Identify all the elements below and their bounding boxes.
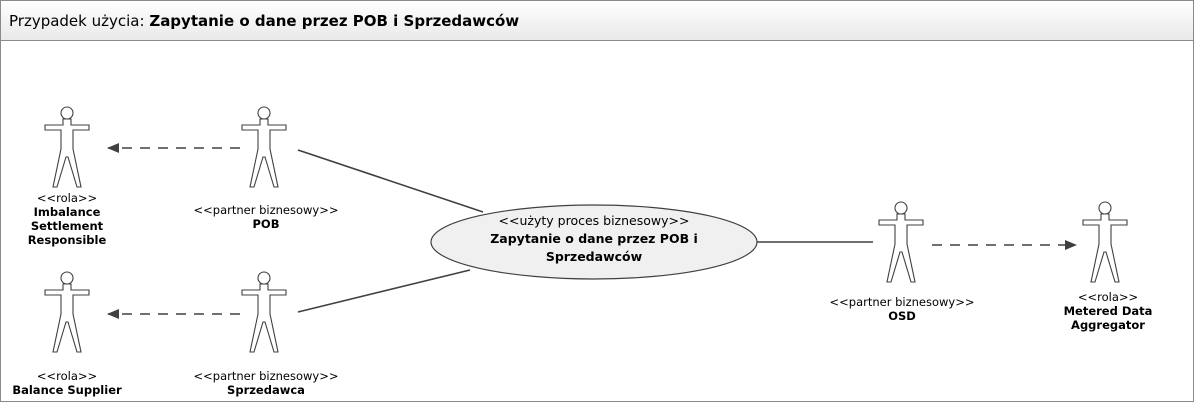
actor-label-mda: <<rola>> Metered Data Aggregator [1053,290,1163,332]
actor-label-ibr: <<rola>> Imbalance Settlement Responsibl… [12,191,122,247]
actor-name: Sprzedawca [227,383,305,397]
actor-stereotype: <<partner biznesowy>> [193,203,339,217]
association-pob-usecase [297,149,484,213]
actor-stereotype: <<partner biznesowy>> [829,295,975,309]
actor-label-osd: <<partner biznesowy>> OSD [829,295,974,323]
actor-name: Imbalance Settlement Responsible [27,205,107,247]
use-case-stereotype: <<użyty proces biznesowy>> [498,213,690,228]
actor-label-pob: <<partner biznesowy>> POB [193,203,338,231]
actor-stereotype: <<rola>> [1077,290,1139,304]
actor-stereotype: <<rola>> [36,369,98,383]
association-sprzedawca-usecase [297,269,471,313]
actor-name: POB [252,217,280,231]
actor-figure-ibr [44,106,90,188]
actor-name: Metered Data Aggregator [1063,304,1153,332]
use-case-ellipse [430,204,758,280]
actor-figure-bs [44,271,90,353]
actor-figure-spr [241,271,287,353]
actor-label-spr: <<partner biznesowy>> Sprzedawca [193,369,338,397]
diagram-title: Przypadek użycia: Zapytanie o dane przez… [9,12,520,30]
actor-stereotype: <<partner biznesowy>> [193,369,339,383]
diagram-title-bar: Przypadek użycia: Zapytanie o dane przez… [1,1,1193,41]
use-case-label: <<użyty proces biznesowy>> Zapytanie o d… [474,212,714,266]
actor-name: OSD [888,309,916,323]
use-case-name: Zapytanie o dane przez POB i Sprzedawców [490,231,698,264]
actor-figure-pob [241,106,287,188]
actor-figure-osd [878,201,924,283]
actor-name: Balance Supplier [12,383,122,397]
diagram-title-name: Zapytanie o dane przez POB i Sprzedawców [149,12,520,30]
actor-figure-mda [1082,201,1128,283]
actor-stereotype: <<rola>> [36,191,98,205]
actor-label-bs: <<rola>> Balance Supplier [12,369,121,397]
